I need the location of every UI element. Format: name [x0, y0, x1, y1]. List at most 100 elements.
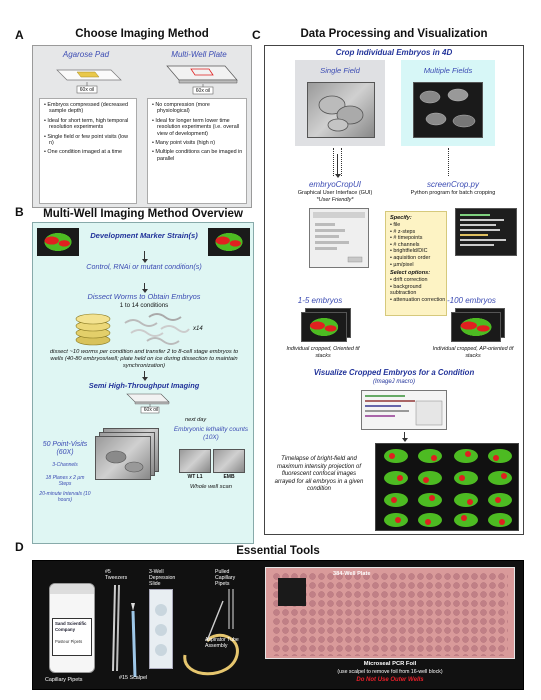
- multi-well-plate-heading: Multi-Well Plate: [171, 50, 227, 59]
- specify-item: • aquisition order: [390, 254, 431, 261]
- few-embryo-stack-front: [301, 312, 347, 342]
- multi-well-pros-cons: • No compression (more physiological) • …: [147, 98, 247, 204]
- bottle-label-line-2: Company: [55, 627, 76, 632]
- dotted-connector: [333, 148, 334, 176]
- screen-crop-desc: Python program for batch cropping: [410, 190, 496, 196]
- 384-well-plate: [265, 567, 515, 659]
- specify-options-box: Specify: • file • # z-steps • # timepoin…: [385, 211, 447, 316]
- arrow-down: [334, 154, 341, 178]
- panel-b-label: B: [15, 205, 24, 219]
- agarose-bullet-4: • One condition imaged at a time: [44, 149, 122, 156]
- specify-item: • file: [390, 222, 401, 228]
- specify-heading: Specify:: [390, 215, 412, 221]
- many-embryos-desc: Individual cropped, AP-oriented tif stac…: [432, 346, 514, 359]
- foil-note: (use scalpel to remove foil from 16-well…: [337, 669, 443, 675]
- dissect-step: Dissect Worms to Obtain Embryos: [87, 292, 201, 301]
- panel-a-title: Choose Imaging Method: [75, 28, 209, 40]
- x14-multiplier: x14: [193, 326, 203, 332]
- conditions-count: 1 to 14 conditions: [119, 302, 169, 309]
- multiple-fields-label: Multiple Fields: [423, 66, 473, 75]
- panel-d-title: Essential Tools: [236, 545, 320, 557]
- screen-crop-name: screenCrop.py: [426, 180, 480, 189]
- panel-b-title: Multi-Well Imaging Method Overview: [43, 208, 243, 220]
- embryo-crop-ui-note: *User Friendly*: [316, 197, 354, 203]
- visits-detail-channels: 3-Channels: [52, 462, 78, 468]
- agarose-pad-illustration: [56, 69, 122, 94]
- scalpel-label: #15 Scalpel: [119, 675, 148, 681]
- specify-item: • # channels: [390, 241, 420, 248]
- petri-dish-stack: [75, 313, 111, 346]
- many-embryos-label: 80-100 embryos: [438, 296, 496, 305]
- visits-detail-intervals: 20-minute Intervals (10 hours): [39, 491, 91, 503]
- multi-well-plate-illustration: [166, 65, 238, 95]
- plate-label: 384-Well Plate: [333, 571, 371, 577]
- panel-d-box: Sand Scientific Company Pasteur Pipets C…: [32, 560, 524, 690]
- depression-slide: [149, 589, 173, 669]
- arrow-down: [141, 251, 148, 263]
- pulled-pipets-label: Pulled Capillary Pipets: [215, 569, 236, 587]
- development-marker-step: Development Marker Strain(s): [90, 231, 198, 240]
- capillary-pipets-label: Capillary Pipets: [45, 677, 83, 683]
- arrow-down: [141, 283, 148, 293]
- timelapse-description: Timelapse of bright-field and maximum in…: [274, 456, 364, 493]
- few-embryos-desc: Individual cropped, Oriented tif stacks: [286, 346, 360, 359]
- arrow-down: [141, 371, 148, 381]
- plate-on-objective-illustration: [126, 393, 170, 414]
- specify-item: • µm/pixel: [390, 261, 414, 268]
- options-heading: Select options:: [390, 270, 431, 276]
- panel-d-label: D: [15, 540, 24, 554]
- panel-a-label: A: [15, 28, 24, 42]
- single-field-image: [307, 82, 375, 138]
- agarose-objective-tag: 60x oil: [79, 87, 95, 93]
- wt-l1-image: [179, 449, 211, 473]
- crop-embryos-subtitle: Crop Individual Embryos in 4D: [335, 48, 453, 57]
- visits-detail-planes: 18 Planes x 2 µm Steps: [45, 475, 85, 487]
- imagej-macro-label: (ImageJ macro): [372, 379, 415, 385]
- tweezers-and-scalpel: [112, 584, 137, 678]
- option-item: • background subtraction: [390, 283, 422, 297]
- agarose-bullet-3: • Single field or few point visits (low …: [44, 133, 128, 147]
- panel-c-box: Crop Individual Embryos in 4D Single Fie…: [264, 45, 524, 535]
- marker-embryo-image-left: [37, 228, 79, 256]
- aspirator-label: Aspirator Tube Assembly: [205, 637, 239, 649]
- panel-c-label: C: [252, 28, 261, 42]
- few-embryos-label: 1-5 embryos: [297, 296, 343, 305]
- macro-screenshot: [361, 390, 447, 430]
- bottle-label-line-1: Sand Scientific: [55, 621, 87, 626]
- wt-l1-label: WT L1: [187, 474, 203, 480]
- timelapse-array: [375, 443, 519, 531]
- multiple-fields-image: [413, 82, 483, 138]
- specify-item: • # timepoints: [390, 235, 423, 242]
- whole-well-label: Whole well scan: [190, 484, 232, 490]
- panel-b-box: Development Marker Strain(s) Control, RN…: [32, 222, 254, 544]
- agarose-bullet-1: • Embryos compressed (decreased sample d…: [44, 102, 128, 115]
- condition-step: Control, RNAi or mutant condition(s): [86, 262, 202, 271]
- option-item: • drift correction: [390, 277, 428, 283]
- panel-c-title: Data Processing and Visualization: [300, 28, 488, 40]
- embryo-crop-ui-name: embryoCropUI: [308, 180, 361, 189]
- plate-bullet-2: • Ideal for longer term lower time resol…: [152, 117, 240, 137]
- terminal-screenshot: [455, 208, 517, 256]
- plate-objective-tag: 60x oil: [195, 88, 211, 94]
- emb-image: [213, 449, 245, 473]
- agarose-pad-heading: Agarose Pad: [62, 50, 110, 59]
- gui-screenshot: [309, 208, 369, 268]
- imaging-step: Semi High-Throughput Imaging: [88, 381, 200, 390]
- foil-label: Microseal PCR Foil: [363, 661, 417, 667]
- point-visits-title: 50 Point-Visits (60X): [42, 441, 88, 457]
- worms-illustration: [124, 313, 190, 345]
- dissect-instructions: dissect ~10 worms per condition and tran…: [49, 349, 239, 369]
- plate-bullet-4: • Multiple conditions can be imaged in p…: [152, 149, 243, 162]
- dotted-connector: [341, 148, 342, 176]
- marker-embryo-image-right: [208, 228, 250, 256]
- arrow-down: [401, 432, 408, 442]
- specify-item: • brightfield/DIC: [390, 248, 428, 255]
- imaging-objective-tag: 60x oil: [143, 407, 159, 413]
- timelapse-frame-front: [95, 436, 151, 480]
- panel-a-box: Agarose Pad Multi-Well Plate 60x oil 60x…: [32, 45, 252, 208]
- lethality-title: Embryonic lethality counts (10X): [173, 426, 249, 441]
- plate-bullet-1: • No compression (more physiological): [152, 102, 210, 115]
- agarose-bullet-2: • Ideal for short term, high temporal re…: [44, 117, 129, 131]
- plate-bullet-3: • Many point visits (high n): [152, 140, 216, 147]
- outer-wells-warning: Do Not Use Outer Wells: [356, 677, 424, 683]
